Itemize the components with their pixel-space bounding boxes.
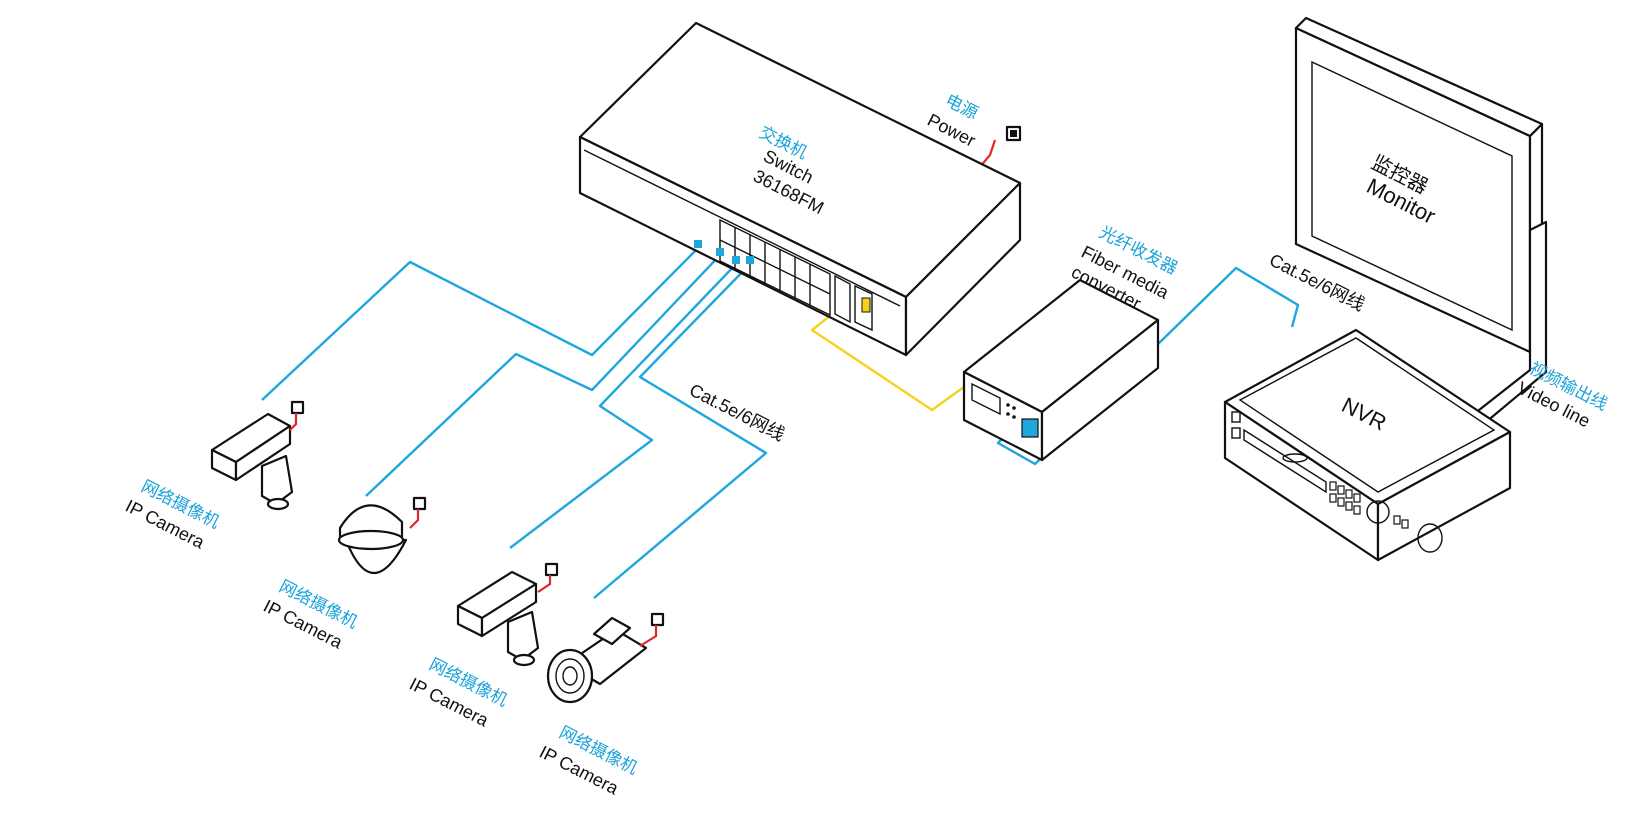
power-outlet <box>1005 125 1022 142</box>
monitor-device: 监控器 Monitor <box>1294 16 1548 424</box>
fiber-converter-device <box>962 278 1160 462</box>
nvr-device: NVR <box>1223 328 1512 562</box>
cable-camera-2 <box>365 252 723 497</box>
switch-connectors <box>694 240 754 264</box>
camera-2 <box>337 496 427 574</box>
nvr-buttons <box>1329 481 1443 553</box>
cable-camera-4 <box>593 261 768 599</box>
cable-camera-3 <box>509 261 739 549</box>
switch-ports <box>719 218 873 332</box>
camera-3 <box>456 562 559 667</box>
switch-device: 交换机 Switch 36168FM <box>578 21 1022 357</box>
camera-4 <box>546 612 665 704</box>
camera-1 <box>210 400 305 511</box>
cable-camera-1 <box>261 245 701 401</box>
